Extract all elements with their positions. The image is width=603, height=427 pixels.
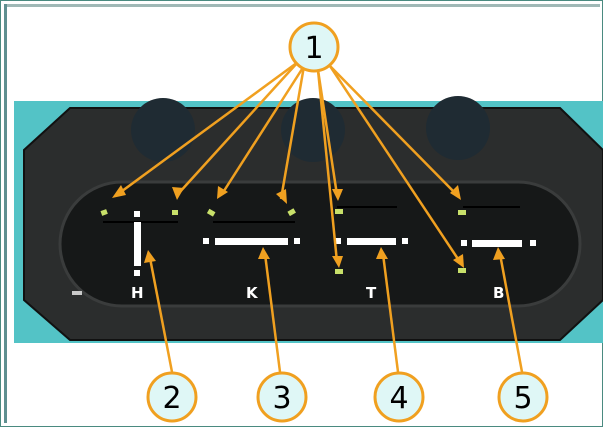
callout-2: 2 bbox=[146, 371, 198, 423]
panel-label-k: K bbox=[246, 284, 259, 302]
svg-text:1: 1 bbox=[304, 31, 323, 66]
frame-top-edge bbox=[4, 4, 600, 7]
svg-text:3: 3 bbox=[272, 381, 291, 416]
frame-left-edge bbox=[4, 4, 7, 423]
callout-5: 5 bbox=[497, 371, 549, 423]
callout-4: 4 bbox=[373, 371, 425, 423]
callout-3: 3 bbox=[256, 371, 308, 423]
knob bbox=[131, 98, 195, 162]
leader-lines-2-5 bbox=[148, 253, 524, 373]
indicator-t bbox=[335, 206, 408, 274]
indicator-k bbox=[203, 208, 300, 245]
knob bbox=[281, 98, 345, 162]
callout-1: 1 bbox=[288, 21, 340, 73]
indicator-b bbox=[458, 206, 536, 273]
leader-lines-1 bbox=[117, 60, 462, 263]
svg-text:4: 4 bbox=[389, 381, 408, 416]
svg-text:2: 2 bbox=[162, 381, 181, 416]
leader-arrowheads-2-5 bbox=[144, 247, 505, 263]
panel-label-b: B bbox=[493, 284, 504, 302]
panel-label-t: T bbox=[366, 284, 377, 302]
knob bbox=[426, 96, 490, 160]
leader-arrowheads-1 bbox=[112, 185, 464, 268]
indicator-h bbox=[100, 209, 178, 276]
panel-screw bbox=[72, 291, 82, 295]
svg-text:5: 5 bbox=[513, 381, 532, 416]
panel-label-h: H bbox=[131, 284, 144, 302]
display-face bbox=[58, 180, 582, 308]
